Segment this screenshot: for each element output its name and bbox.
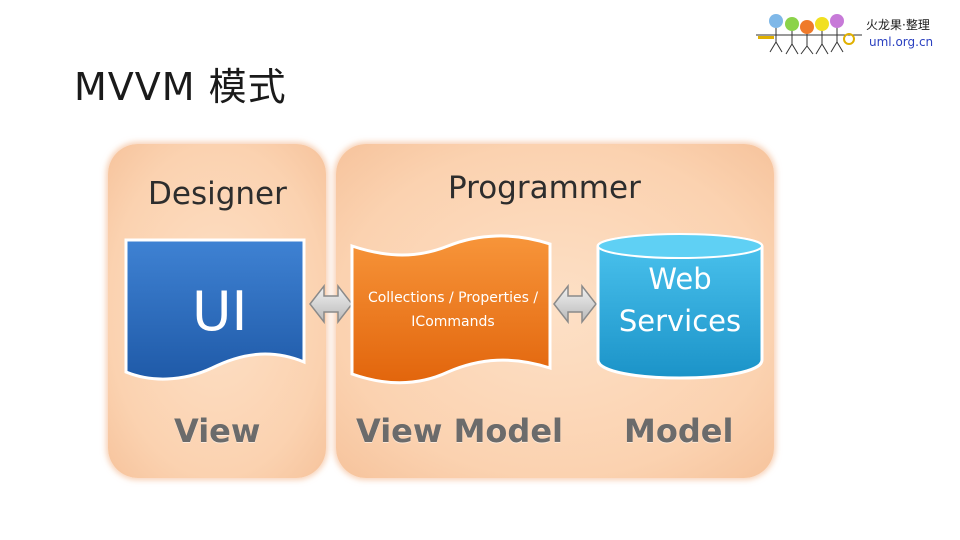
database-cylinder-icon <box>596 233 764 380</box>
web-services-line-2: Services <box>618 304 742 338</box>
view-model-label: View Model <box>356 412 563 450</box>
ui-label: UI <box>192 280 248 343</box>
view-label: View <box>174 412 261 450</box>
logo-title: 火龙果·整理 <box>866 18 930 32</box>
logo-people-icon <box>756 14 862 55</box>
programmer-heading: Programmer <box>448 170 641 206</box>
designer-heading: Designer <box>148 176 287 212</box>
view-model-content: Collections / Properties / ICommands <box>358 286 548 334</box>
web-services-line-1: Web <box>648 262 712 296</box>
model-label: Model <box>624 412 734 450</box>
view-model-shape <box>350 234 552 385</box>
slide-title: MVVM 模式 <box>74 65 287 109</box>
view-model-line-1: Collections / Properties / <box>367 290 539 306</box>
logo-url: uml.org.cn <box>869 35 934 49</box>
web-services-content: Web Services <box>602 258 758 342</box>
double-arrow-icon <box>553 283 597 325</box>
view-model-line-2: ICommands <box>411 314 495 330</box>
ui-document-shape <box>124 238 306 381</box>
